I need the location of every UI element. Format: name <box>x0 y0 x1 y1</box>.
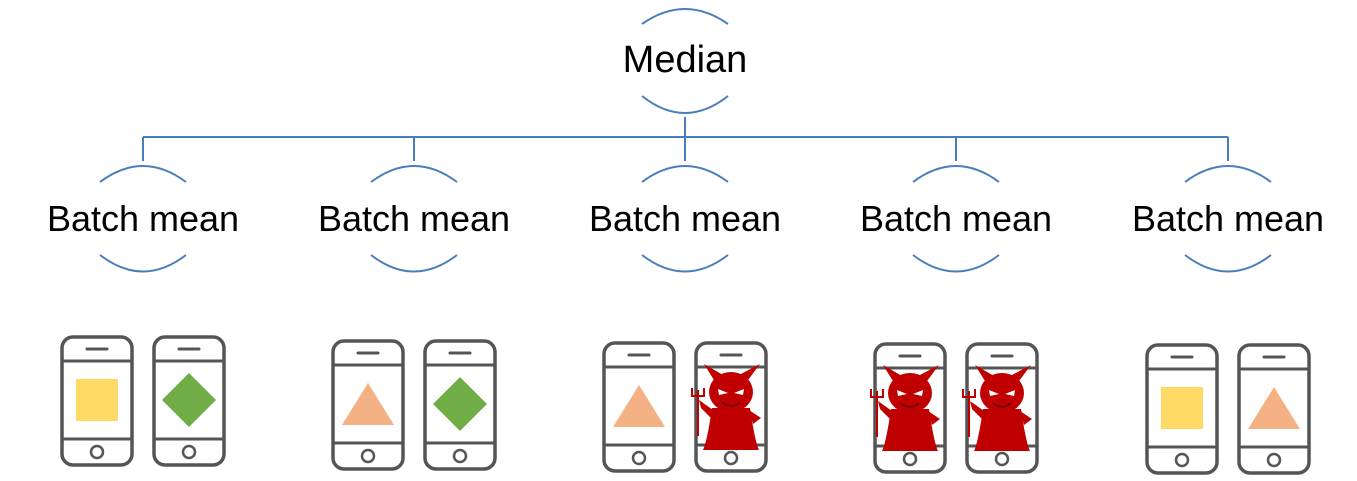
batch-top-bracket <box>1184 165 1272 183</box>
root-node: Median <box>623 8 748 114</box>
smartphone-icon <box>152 335 226 467</box>
batch-top-bracket <box>370 165 458 183</box>
triangle-icon <box>1248 387 1300 429</box>
batch-label: Batch mean <box>860 198 1052 239</box>
triangle-icon <box>342 383 394 425</box>
batch-node-3: Batch mean <box>589 165 781 273</box>
smartphone-icon <box>602 341 676 473</box>
phone-groups <box>60 335 1311 475</box>
phone-group-3 <box>602 341 768 473</box>
root-label: Median <box>623 39 748 81</box>
smartphone-icon <box>870 342 947 474</box>
batch-node-1: Batch mean <box>47 165 239 273</box>
batch-label: Batch mean <box>318 198 510 239</box>
phone-group-4 <box>870 342 1039 474</box>
phone-group-1 <box>60 335 226 467</box>
batch-label: Batch mean <box>47 198 239 239</box>
triangle-icon <box>613 385 665 427</box>
batch-node-5: Batch mean <box>1132 165 1324 273</box>
batch-top-bracket <box>912 165 1000 183</box>
diamond-icon <box>162 373 216 427</box>
diamond-icon <box>433 377 487 431</box>
smartphone-icon <box>962 342 1039 474</box>
devil-icon <box>691 364 761 450</box>
batch-bottom-bracket <box>99 254 187 273</box>
smartphone-icon <box>60 335 134 467</box>
phone-group-2 <box>331 339 497 471</box>
batch-bottom-bracket <box>912 254 1000 273</box>
smartphone-icon <box>1145 343 1219 475</box>
smartphone-icon <box>1237 343 1311 475</box>
batch-node-4: Batch mean <box>860 165 1052 273</box>
batch-top-bracket <box>99 165 187 183</box>
connector-tree <box>142 117 1229 161</box>
smartphone-icon <box>691 341 768 473</box>
batch-bottom-bracket <box>641 254 729 273</box>
root-top-bracket <box>641 8 729 25</box>
smartphone-icon <box>331 339 405 471</box>
batch-bottom-bracket <box>1184 254 1272 273</box>
batch-node-2: Batch mean <box>318 165 510 273</box>
devil-icon <box>870 365 940 451</box>
batch-top-bracket <box>641 165 729 183</box>
batch-label: Batch mean <box>589 198 781 239</box>
batch-label: Batch mean <box>1132 198 1324 239</box>
devil-icon <box>962 365 1032 451</box>
batch-bottom-bracket <box>370 254 458 273</box>
square-icon <box>76 379 118 421</box>
root-bottom-bracket <box>641 95 729 114</box>
smartphone-icon <box>423 339 497 471</box>
square-icon <box>1161 387 1203 429</box>
phone-group-5 <box>1145 343 1311 475</box>
